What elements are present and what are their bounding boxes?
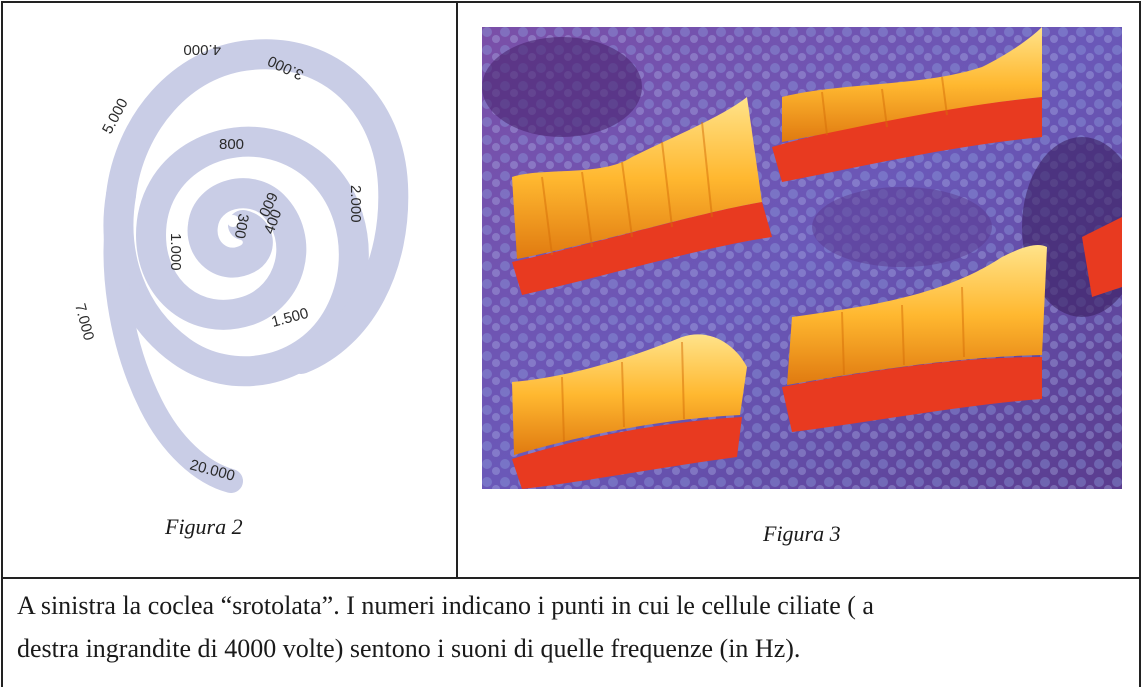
label-800: 800 (219, 136, 244, 153)
cochlea-spiral-diagram: 4.000 3.000 5.000 2.000 800 600 300 400 … (11, 15, 451, 505)
figure-3-cell: Figura 3 (458, 3, 1139, 577)
figure-3-caption: Figura 3 (763, 521, 841, 547)
label-1000: 1.000 (167, 233, 184, 271)
label-2000: 2.000 (347, 185, 364, 223)
description-line-1: A sinistra la coclea “srotolata”. I nume… (17, 584, 1137, 627)
hair-cells-micrograph (482, 27, 1122, 489)
table-border-right (1139, 1, 1141, 687)
table-row-divider (1, 577, 1141, 579)
description-line-2: destra ingrandite di 4000 volte) sentono… (17, 627, 1137, 670)
micrograph-illustration (482, 27, 1122, 489)
label-7000: 7.000 (71, 302, 97, 343)
figure-2-cell: 4.000 3.000 5.000 2.000 800 600 300 400 … (3, 3, 456, 577)
figure-2-caption: Figura 2 (165, 514, 243, 540)
label-4000: 4.000 (183, 41, 221, 58)
description-text: A sinistra la coclea “srotolata”. I nume… (17, 584, 1137, 670)
